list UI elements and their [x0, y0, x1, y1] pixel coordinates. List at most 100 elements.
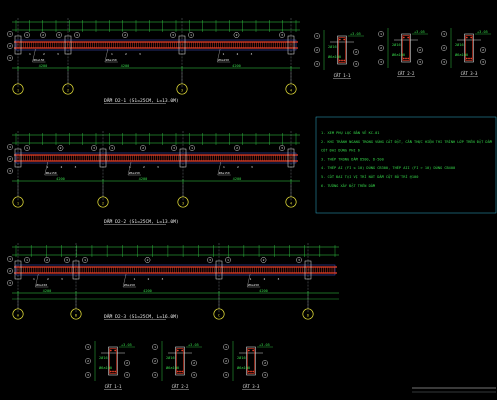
grid-bubble-label: 2	[102, 201, 104, 205]
rebar-mark-circle	[7, 256, 13, 262]
column-section	[14, 260, 22, 280]
rebar-mark-circle	[234, 145, 240, 151]
stirrup-annotation: Ø6a150	[218, 57, 229, 62]
rebar-mark-label: 3	[298, 258, 300, 262]
rebar-mark-circle	[64, 257, 70, 263]
rebar-mark-circle	[417, 47, 423, 53]
rebar-dot	[176, 370, 179, 373]
rebar-mark: 3	[124, 372, 130, 378]
note-line: 1. XEM PHỤ LỤC BẢN VẼ KC-01	[321, 130, 379, 135]
rebar-mark: 1	[109, 145, 115, 151]
rebar-dot	[181, 370, 184, 373]
rebar-mark: 3	[223, 372, 229, 378]
note-line: 6. TƯỜNG XÂY ĐẶT TRÊN DẦM	[321, 183, 376, 188]
rebar-mark-circle	[262, 372, 268, 378]
rebar-dot	[252, 370, 255, 373]
rebar-mark-circle	[189, 145, 195, 151]
rebar-mark: 2	[441, 45, 447, 51]
rebar-mark: 2	[124, 360, 130, 366]
grid-bubble-label: 2	[67, 88, 69, 92]
rebar-mark: 3	[417, 59, 423, 65]
section-cut-label: 3	[75, 165, 77, 169]
rebar-mark: 2	[7, 156, 13, 162]
leader-line	[44, 161, 48, 176]
rebar-mark: 3	[480, 59, 486, 65]
rebar-dot	[338, 38, 341, 41]
general-notes-panel: 1. XEM PHỤ LỤC BẢN VẼ KC-012. KHI TRÁNH …	[315, 116, 497, 214]
rebar-mark-label: 3	[66, 258, 68, 262]
rebar-mark-circle	[279, 145, 285, 151]
rebar-mark-label: 2	[264, 361, 266, 365]
notes-frame	[315, 116, 497, 214]
rebar-mark-label: 2	[225, 359, 227, 363]
rebar-mark-label: 1	[87, 345, 89, 349]
rebar-annotation: Ø6a100	[392, 52, 405, 57]
rebar-mark: 2	[314, 47, 320, 53]
grid-bubble-2: 2	[62, 83, 74, 95]
rebar-dot	[114, 349, 117, 352]
section-cut-label: 1	[250, 277, 252, 281]
rebar-dot	[402, 57, 405, 60]
rebar-mark-circle	[378, 59, 384, 65]
stirrup-annotation: Ø6a150	[129, 170, 140, 175]
rebar-mark-circle	[122, 32, 128, 38]
grid-bubble-B: B	[70, 308, 82, 320]
section-cut-label: 2	[237, 52, 239, 56]
rebar-mark: 3	[152, 372, 158, 378]
section-cut-label: 2	[148, 277, 150, 281]
rebar-mark-circle	[378, 45, 384, 51]
section-title: CẮT 2-2	[172, 384, 189, 389]
level-marker: +3.05	[350, 32, 361, 36]
dimension-value: 4200	[139, 177, 148, 181]
rebar-mark: 3	[191, 372, 197, 378]
rebar-mark: 2	[191, 360, 197, 366]
rebar-mark-circle	[223, 344, 229, 350]
rebar-mark-label: 1	[154, 345, 156, 349]
rebar-mark: 3	[353, 61, 359, 67]
dimension-value: 4200	[43, 289, 52, 293]
stirrup-annotation: Ø6a150	[46, 170, 57, 175]
rebar-mark-circle	[91, 145, 97, 151]
rebar-annotation: Ø6a100	[237, 365, 250, 370]
rebar-mark-label: 1	[84, 258, 86, 262]
rebar-mark-label: 2	[154, 359, 156, 363]
beam-title: DẦM D2-1 (S1=25CM, L=13.0M)	[104, 97, 179, 104]
section-cut-label: 2	[47, 277, 49, 281]
rebar-mark-circle	[7, 280, 13, 286]
rebar-mark-label: 2	[443, 46, 445, 50]
rebar-mark-circle	[480, 59, 486, 65]
column-section	[14, 35, 22, 55]
rebar-mark-label: 1	[225, 345, 227, 349]
rebar-dot	[470, 57, 473, 60]
rebar-mark-label: 2	[236, 146, 238, 150]
rebar-mark-circle	[144, 257, 151, 263]
rebar-mark: 1	[24, 145, 30, 151]
rebar-mark-label: 3	[154, 373, 156, 377]
rebar-mark-label: 2	[9, 157, 11, 161]
rebar-mark-circle	[191, 360, 197, 366]
rebar-mark: 2	[480, 47, 486, 53]
section-cut-label: 1	[47, 165, 49, 169]
grid-bubble-label: D	[307, 313, 309, 317]
section-cut-label: 2	[264, 277, 266, 281]
rebar-mark-circle	[7, 268, 13, 274]
rebar-mark-circle	[233, 32, 240, 38]
rebar-dot	[181, 349, 184, 352]
rebar-mark: 3	[7, 280, 13, 286]
rebar-mark-circle	[82, 257, 88, 263]
rebar-mark-circle	[57, 145, 64, 151]
rebar-mark: 2	[223, 358, 229, 364]
grid-bubble-label: C	[218, 313, 220, 317]
section-title: CẮT 3-3	[461, 71, 478, 76]
rebar-annotation: 2Ø16	[392, 42, 401, 47]
rebar-mark-label: 3	[355, 62, 357, 66]
rebar-mark-label: 1	[76, 33, 78, 37]
rebar-mark-label: 1	[316, 34, 318, 38]
rebar-annotation: 2Ø16	[99, 355, 108, 360]
rebar-mark: 2	[353, 49, 359, 55]
rebar-mark: 2	[262, 360, 268, 366]
beam-outline	[15, 152, 297, 164]
